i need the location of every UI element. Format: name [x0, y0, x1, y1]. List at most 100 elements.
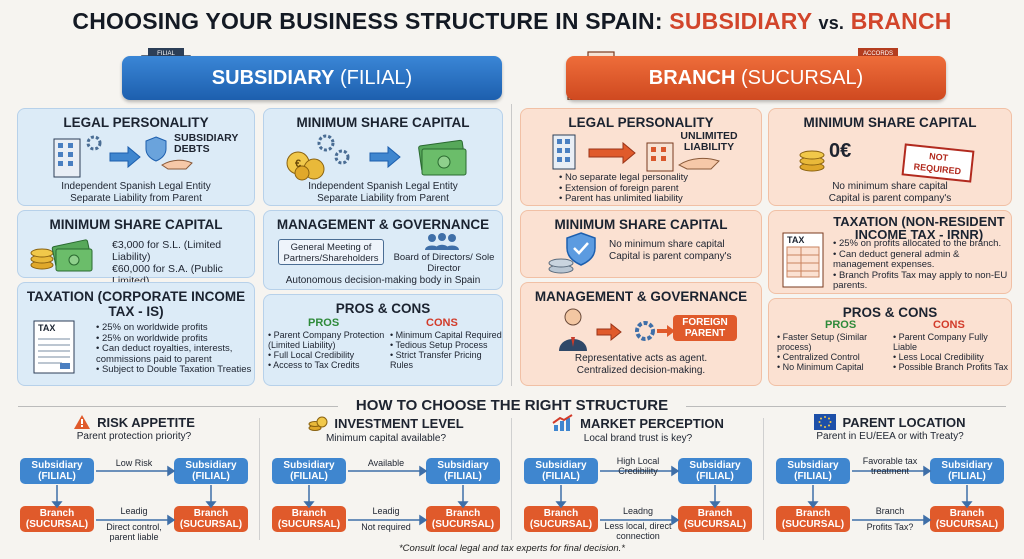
- list-item: Branch Profits Tax may apply to non-EU p…: [833, 270, 1009, 292]
- factor-title: MARKET PERCEPTION: [580, 415, 724, 431]
- list-item: Centralized Control: [777, 352, 889, 362]
- factor-risk-appetite: RISK APPETITE Parent protection priority…: [12, 414, 256, 542]
- list-item: Less Local Credibility: [893, 352, 1009, 362]
- flow-label: High Local Credibility: [616, 456, 660, 476]
- cons-list: Parent Company Fully Liable Less Local C…: [893, 332, 1009, 372]
- foreign-parent-badge: FOREIGN PARENT: [673, 315, 737, 341]
- branch-box: Branch(SUCURSAL): [272, 506, 346, 532]
- svg-text:€: €: [295, 158, 301, 170]
- flow-note: Less local, direct connection: [604, 521, 672, 541]
- capital-top-line-2: Capital is parent company's: [828, 193, 952, 204]
- not-required-stamp: NOT REQUIRED: [901, 143, 975, 183]
- panel-title: MINIMUM SHARE CAPITAL: [49, 217, 223, 232]
- box-label: Subsidiary: [535, 460, 587, 471]
- title-branch: BRANCH: [850, 8, 952, 34]
- tax-doc-label: TAX: [38, 323, 55, 333]
- branch-capital-panel: MINIMUM SHARE CAPITAL No minimum share c…: [520, 210, 762, 278]
- list-item: 25% on worldwide profits: [96, 333, 252, 345]
- box-label: Subsidiary: [787, 460, 839, 471]
- list-item: No separate legal personality: [559, 172, 688, 184]
- panel-title: MANAGEMENT & GOVERNANCE: [276, 217, 490, 232]
- title-subsidiary: SUBSIDIARY: [669, 8, 812, 34]
- branch-banner: BRANCH (SUCURSAL): [566, 56, 946, 100]
- flow-note: Profits Tax?: [866, 522, 914, 532]
- flow-arrows: [807, 465, 973, 526]
- branch-legal-list: No separate legal personality Extension …: [559, 172, 688, 205]
- divider-line: [686, 406, 1006, 407]
- cons-label: CONS: [426, 317, 458, 329]
- box-sub: (SUCURSAL): [25, 519, 89, 530]
- factor-header: MARKET PERCEPTION: [516, 414, 760, 432]
- subsidiary-capital-panel: MINIMUM SHARE CAPITAL €3,000 for S.L. (L…: [17, 210, 255, 287]
- factor-question: Minimum capital available?: [325, 433, 447, 444]
- column-separator: [259, 418, 260, 540]
- subsidiary-box: Subsidiary(FILIAL): [776, 458, 850, 484]
- subsidiary-box: Subsidiary(FILIAL): [524, 458, 598, 484]
- factor-title: RISK APPETITE: [97, 414, 195, 430]
- subsidiary-debts-label: SUBSIDIARY DEBTS: [174, 132, 239, 155]
- box-label: Branch: [39, 508, 75, 519]
- cons-list: Minimum Capital Required Tedious Setup P…: [390, 330, 502, 370]
- management-footer: Autonomous decision-making body in Spain: [285, 275, 481, 286]
- branch-box: Branch(SUCURSAL): [678, 506, 752, 532]
- branch-box: Branch(SUCURSAL): [776, 506, 850, 532]
- legal-entity-icon: [53, 135, 193, 178]
- branch-legal-icon: [552, 134, 720, 172]
- subsidiary-legal-panel: LEGAL PERSONALITY SUBSIDIARY DEBTS Indep…: [17, 108, 255, 206]
- flow-label: Leadig: [120, 506, 148, 516]
- flow-note: Not required: [361, 522, 411, 532]
- tax-document-icon: TAX: [33, 320, 75, 374]
- tax-doc-label: TAX: [787, 235, 804, 245]
- branch-capital-top-panel: MINIMUM SHARE CAPITAL 0€ NOT REQUIRED No…: [768, 108, 1012, 206]
- coins-to-cash-icon: €: [286, 134, 467, 181]
- building-sign: FILIAL: [157, 51, 175, 57]
- subsidiary-capital-top-panel: MINIMUM SHARE CAPITAL € Independent Span…: [263, 108, 503, 206]
- capital-top-line-1: Independent Spanish Legal Entity: [308, 181, 458, 192]
- box-sub: (FILIAL): [192, 471, 230, 482]
- branch-box: Branch(SUCURSAL): [174, 506, 248, 532]
- factor-market-perception: MARKET PERCEPTION Local brand trust is k…: [516, 414, 760, 542]
- list-item: Minimum Capital Required: [390, 330, 502, 340]
- tax-document-icon: TAX: [782, 232, 824, 288]
- list-item: Possible Branch Profits Tax: [893, 362, 1009, 372]
- list-item: 25% on worldwide profits: [96, 322, 252, 334]
- eu-flag-icon: [814, 414, 837, 430]
- list-item: Extension of foreign parent: [559, 183, 688, 195]
- legal-line-2: Separate Liability from Parent: [70, 193, 202, 204]
- subsidiary-box: Subsidiary(FILIAL): [272, 458, 346, 484]
- legal-line-1: Independent Spanish Legal Entity: [61, 181, 211, 192]
- subsidiary-banner: SUBSIDIARY (FILIAL): [122, 56, 502, 100]
- box-sub: (SUCURSAL): [781, 519, 845, 530]
- factor-title: INVESTMENT LEVEL: [334, 415, 464, 431]
- box-label: Subsidiary: [437, 460, 489, 471]
- shield-coins-icon: [548, 232, 596, 274]
- capital-line-1: No minimum share capital: [609, 239, 725, 250]
- column-separator: [763, 418, 764, 540]
- branch-box: Branch(SUCURSAL): [524, 506, 598, 532]
- title-vs: vs.: [818, 13, 845, 33]
- subsidiary-box: Subsidiary(FILIAL): [678, 458, 752, 484]
- flow-label: Leadig: [372, 506, 400, 516]
- capital-lines: €3,000 for S.L. (Limited Liability) €60,…: [112, 239, 254, 287]
- factor-header: PARENT LOCATION: [768, 414, 1012, 430]
- box-label: Branch: [291, 508, 327, 519]
- flow-note: Direct control, parent liable: [106, 522, 162, 542]
- factor-header: INVESTMENT LEVEL: [264, 414, 508, 432]
- general-meeting-box: General Meeting of Partners/Shareholders: [278, 239, 384, 265]
- list-item: No Minimum Capital: [777, 362, 889, 372]
- branch-management-panel: MANAGEMENT & GOVERNANCE FOREIGN PARENT R…: [520, 282, 762, 386]
- panel-title: TAXATION (CORPORATE INCOME TAX - IS): [26, 289, 246, 319]
- subsidiary-banner-sub: (FILIAL): [339, 66, 413, 89]
- list-item: Access to Tax Credits: [268, 360, 386, 370]
- management-line-1: Representative acts as agent.: [574, 353, 708, 364]
- page-title: CHOOSING YOUR BUSINESS STRUCTURE IN SPAI…: [0, 8, 1024, 35]
- coins-icon: [308, 416, 328, 431]
- management-line-2: Centralized decision-making.: [576, 365, 706, 376]
- panel-title: PROS & CONS: [335, 301, 431, 316]
- column-divider: [511, 104, 512, 386]
- pros-label: PROS: [825, 319, 857, 331]
- list-item: Can deduct general admin & management ex…: [833, 249, 1009, 271]
- list-item: Tedious Setup Process: [390, 340, 502, 350]
- panel-title: LEGAL PERSONALITY: [63, 115, 209, 130]
- flow-label: Favorable tax treatment: [862, 456, 918, 476]
